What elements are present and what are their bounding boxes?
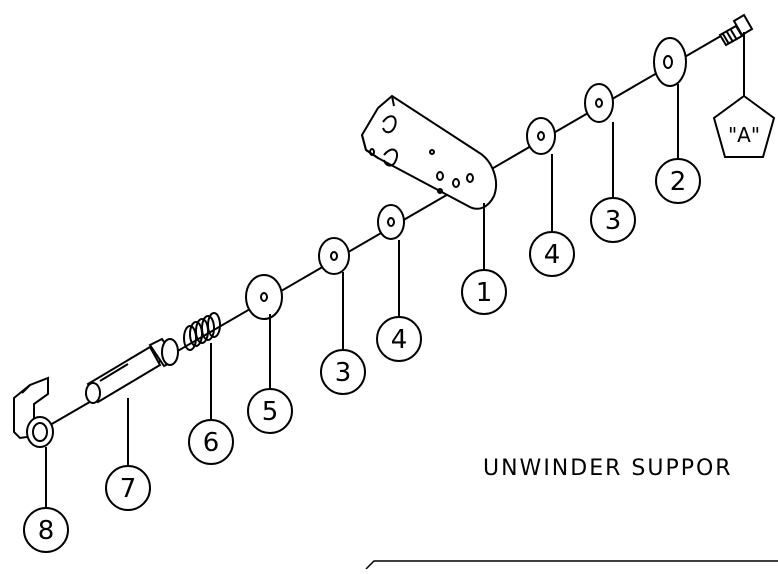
callout-balloon-3b bbox=[320, 349, 366, 395]
part-4-washer-upper bbox=[526, 117, 556, 155]
callout-balloon-7 bbox=[105, 465, 151, 511]
callout-balloon-2 bbox=[655, 158, 701, 204]
callout-balloon-1 bbox=[461, 269, 507, 315]
part-3-washer-upper bbox=[584, 83, 614, 123]
callout-label-7: 7 bbox=[120, 474, 137, 504]
callout-label-8: 8 bbox=[38, 516, 55, 546]
part-6-spring bbox=[183, 312, 221, 351]
callout-label-3b: 3 bbox=[335, 358, 352, 388]
callout-label-4b: 4 bbox=[391, 325, 408, 355]
callout-balloon-4a bbox=[529, 231, 575, 277]
callout-label-5: 5 bbox=[262, 397, 279, 427]
callout-balloon-6 bbox=[188, 419, 234, 465]
fastener-tag-label: "A" bbox=[728, 123, 760, 147]
callout-balloon-8 bbox=[23, 507, 69, 553]
part-8-bracket bbox=[13, 376, 54, 448]
part-7-shaft bbox=[85, 337, 179, 404]
callout-balloon-5 bbox=[247, 388, 293, 434]
drawing-title: UNWINDER SUPPOR bbox=[483, 456, 733, 481]
part-2-washer bbox=[653, 37, 687, 87]
part-4-washer-lower bbox=[377, 204, 405, 240]
part-5-washer bbox=[245, 274, 283, 320]
fastener-a-screw bbox=[718, 13, 754, 96]
callout-label-3a: 3 bbox=[605, 206, 622, 236]
callout-label-4a: 4 bbox=[544, 240, 561, 270]
callout-label-6: 6 bbox=[203, 428, 220, 458]
part-3-washer-lower bbox=[318, 237, 350, 275]
title-block-corner bbox=[365, 560, 778, 570]
callout-label-1: 1 bbox=[476, 278, 493, 308]
callout-balloon-3a bbox=[590, 197, 636, 243]
part-1-mounting-plate bbox=[360, 94, 497, 210]
fastener-tag-pentagon bbox=[712, 94, 776, 158]
callout-label-2: 2 bbox=[670, 167, 687, 197]
callout-balloon-4b bbox=[376, 316, 422, 362]
leader-lines bbox=[45, 84, 679, 508]
